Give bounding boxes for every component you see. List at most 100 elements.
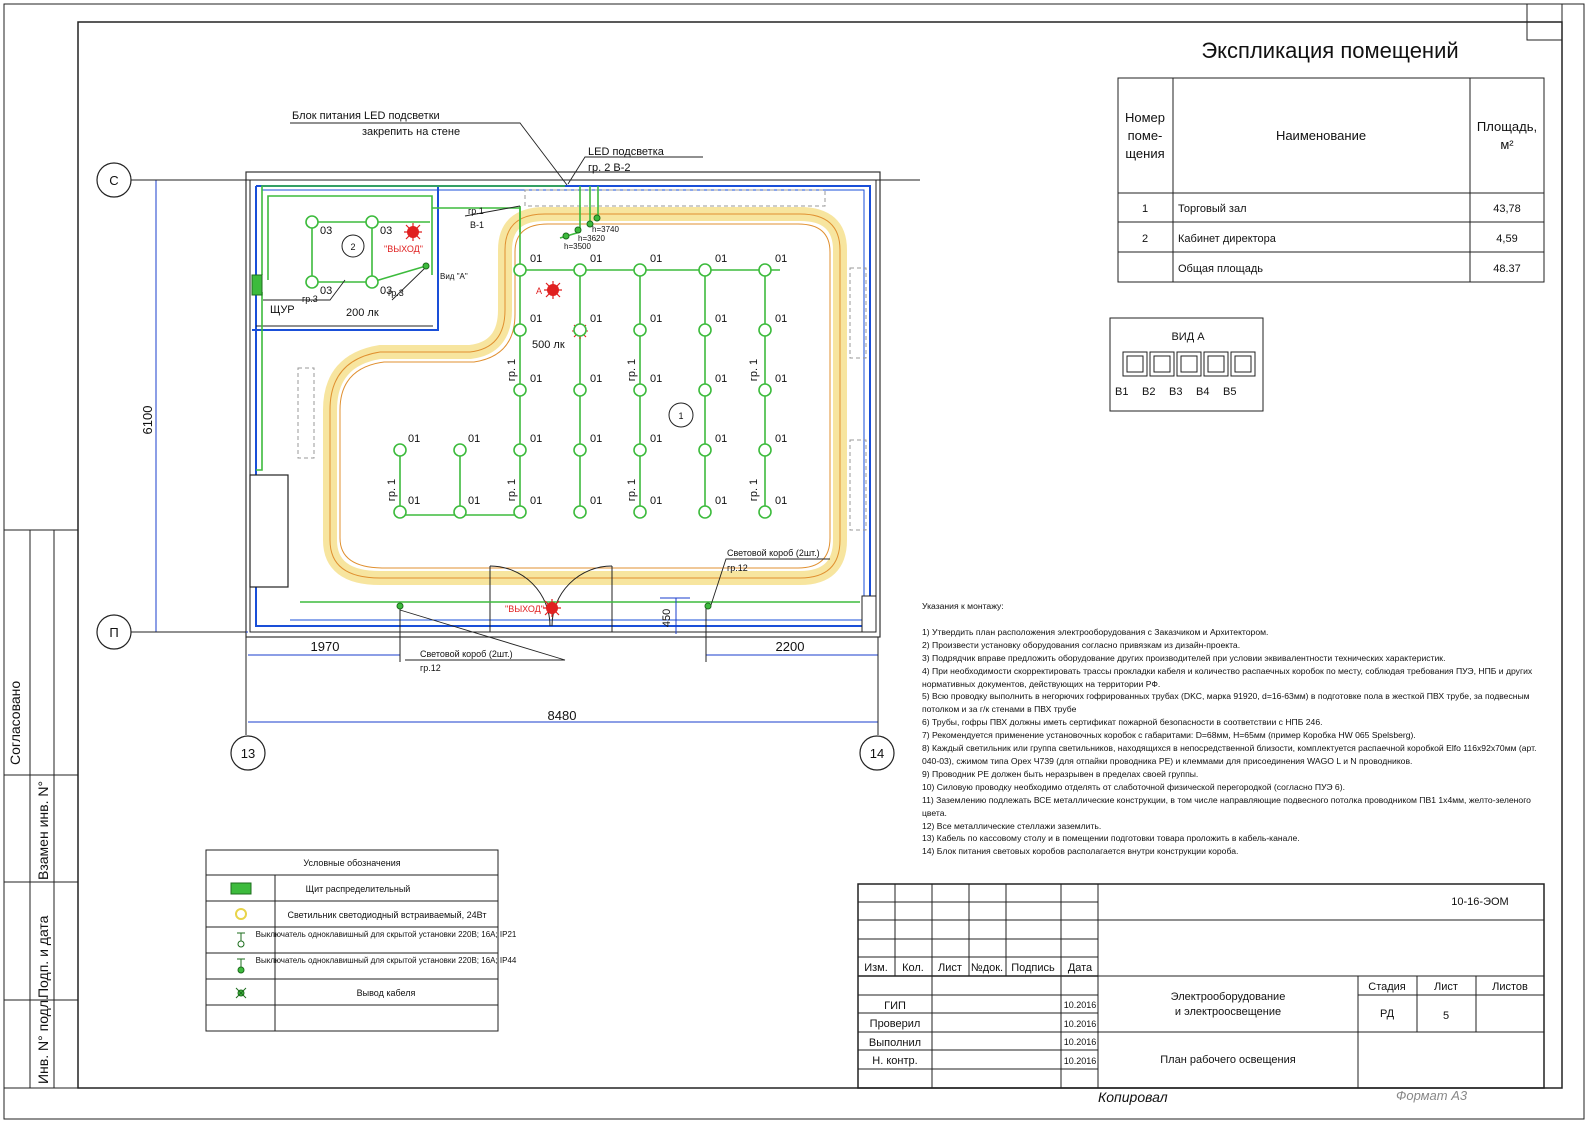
row2-name: Кабинет директора: [1178, 233, 1277, 245]
legend-item-2: Светильник светодиодный встраиваемый, 24…: [288, 910, 487, 920]
switch-slot-label: В3: [1169, 386, 1182, 398]
lamp-code: 01: [775, 433, 787, 445]
exit-light-icon: [404, 223, 422, 241]
lamp-fixtures: 0101010101010101010101010101010101010101…: [305, 215, 787, 519]
note-item: 8) Каждый светильник или группа светильн…: [922, 743, 1537, 766]
note-item: 7) Рекомендуется применение установочных…: [922, 730, 1416, 741]
hdr-ndoc: №док.: [971, 962, 1003, 974]
lamp-code: 01: [590, 433, 602, 445]
dim-height: 6100: [140, 406, 155, 435]
inner-frame: [77, 21, 1563, 1089]
led-fixture-icon: [758, 383, 772, 397]
room1-number: 1: [678, 411, 683, 421]
gr3-a: гр.3: [302, 294, 318, 304]
installation-notes: Указания к монтажу: 1) Утвердить план ра…: [922, 600, 1544, 858]
led-fixture-icon: [573, 443, 587, 457]
switch-slot: [1203, 351, 1229, 377]
led-fixture-icon: [365, 215, 379, 229]
axis-14-label: 14: [870, 746, 884, 761]
lamp-code: 01: [775, 495, 787, 507]
led-fixture-icon: [393, 443, 407, 457]
led-fixture-icon: [305, 275, 319, 289]
axis-c-label: С: [109, 173, 118, 188]
col-area-unit: м²: [1500, 137, 1514, 152]
date-1: 10.2016: [1064, 1000, 1097, 1010]
group-label: гр. 1: [626, 359, 638, 381]
lamp-code: 01: [530, 313, 542, 325]
project-2: и электроосвещение: [1175, 1006, 1281, 1018]
date-3: 10.2016: [1064, 1037, 1097, 1047]
date-2: 10.2016: [1064, 1019, 1097, 1029]
legend-table: [205, 849, 499, 1032]
lamp-code: 03: [320, 285, 332, 297]
distribution-board-icon: [251, 274, 263, 296]
lamp-code: 01: [530, 253, 542, 265]
floor-plan: [96, 122, 920, 771]
group-label: гр. 1: [506, 479, 518, 501]
row1-name: Торговый зал: [1178, 203, 1247, 215]
led-fixture-icon: [573, 263, 587, 277]
axis-14-bubble: [859, 735, 895, 771]
lamp-code: 01: [530, 433, 542, 445]
switch-slot: [1230, 351, 1256, 377]
lamp-code: 03: [380, 285, 392, 297]
led-fixture-icon: [698, 323, 712, 337]
light-box-left-gr: гр.12: [420, 663, 441, 673]
outer-frame: [3, 3, 1585, 1120]
led-fixture-icon: [758, 443, 772, 457]
distribution-board-icon: [230, 882, 252, 895]
sheets-header: Листов: [1492, 981, 1528, 993]
led-fixture-icon: [513, 263, 527, 277]
format-label: Формат А3: [1396, 1088, 1468, 1103]
light-box-left: Световой короб (2шт.): [420, 649, 513, 659]
sheet-title: План рабочего освещения: [1160, 1054, 1295, 1066]
col-num-2: поме-: [1128, 128, 1163, 143]
view-a-title: ВИД А: [1171, 331, 1205, 343]
note-item: 12) Все металлические стеллажи заземлить…: [922, 820, 1102, 831]
lamp-code: 03: [320, 225, 332, 237]
lamp-code: 01: [650, 433, 662, 445]
led-fixture-icon: [633, 263, 647, 277]
h3620-label: h=3620: [578, 234, 605, 243]
led-fixture-icon: [698, 383, 712, 397]
date-4: 10.2016: [1064, 1056, 1097, 1066]
led-fixture-icon: [573, 505, 587, 519]
note-item: 3) Подрядчик вправе предложить оборудова…: [922, 652, 1446, 663]
row2-num: 2: [1142, 233, 1148, 245]
led-fixture-icon: [513, 323, 527, 337]
lamp-code: 01: [590, 253, 602, 265]
axis-13-label: 13: [241, 746, 255, 761]
doc-code: 10-16-ЭОМ: [1451, 896, 1508, 908]
legend-item-4-text: Выключатель одноклавишный для скрытой ус…: [256, 956, 517, 965]
switch-slot-inner: [1234, 355, 1252, 373]
row3-name: Общая площадь: [1178, 263, 1263, 275]
lamp-code: 01: [468, 433, 480, 445]
side-stamp: [3, 529, 79, 1089]
col-area: Площадь,: [1477, 119, 1537, 134]
led-fixture-icon: [758, 323, 772, 337]
switch-slot-inner: [1153, 355, 1171, 373]
note-item: 11) Заземлению подлежать ВСЕ металлическ…: [922, 794, 1531, 818]
exit-label-top: "ВЫХОД": [384, 244, 423, 254]
note-item: 9) Проводник РЕ должен быть неразрывен в…: [922, 768, 1199, 779]
shchur-label: ЩУР: [270, 304, 295, 316]
agreed-label: Согласовано: [7, 681, 23, 765]
legend-item-3-text: Выключатель одноклавишный для скрытой ус…: [256, 930, 517, 939]
note-item: 4) При необходимости скорректировать тра…: [922, 665, 1533, 689]
lamp-code: 01: [650, 495, 662, 507]
lamp-code: 01: [650, 313, 662, 325]
legend-item-4: Выключатель одноклавишный для скрытой ус…: [256, 956, 517, 965]
lamp-code: 01: [530, 373, 542, 385]
lamp-code: 01: [650, 373, 662, 385]
lamp-code: 01: [408, 495, 420, 507]
led-fixture-icon: [513, 383, 527, 397]
row3-area: 48.37: [1493, 263, 1521, 275]
switch-slot-label: В1: [1115, 386, 1128, 398]
switch-slot-inner: [1126, 355, 1144, 373]
row1-area: 43,78: [1493, 203, 1521, 215]
exit-light-icon: [544, 281, 562, 299]
led-fixture-icon: [365, 275, 379, 289]
notes-heading: Указания к монтажу:: [922, 601, 1004, 611]
led-fixture-icon: [235, 908, 247, 920]
